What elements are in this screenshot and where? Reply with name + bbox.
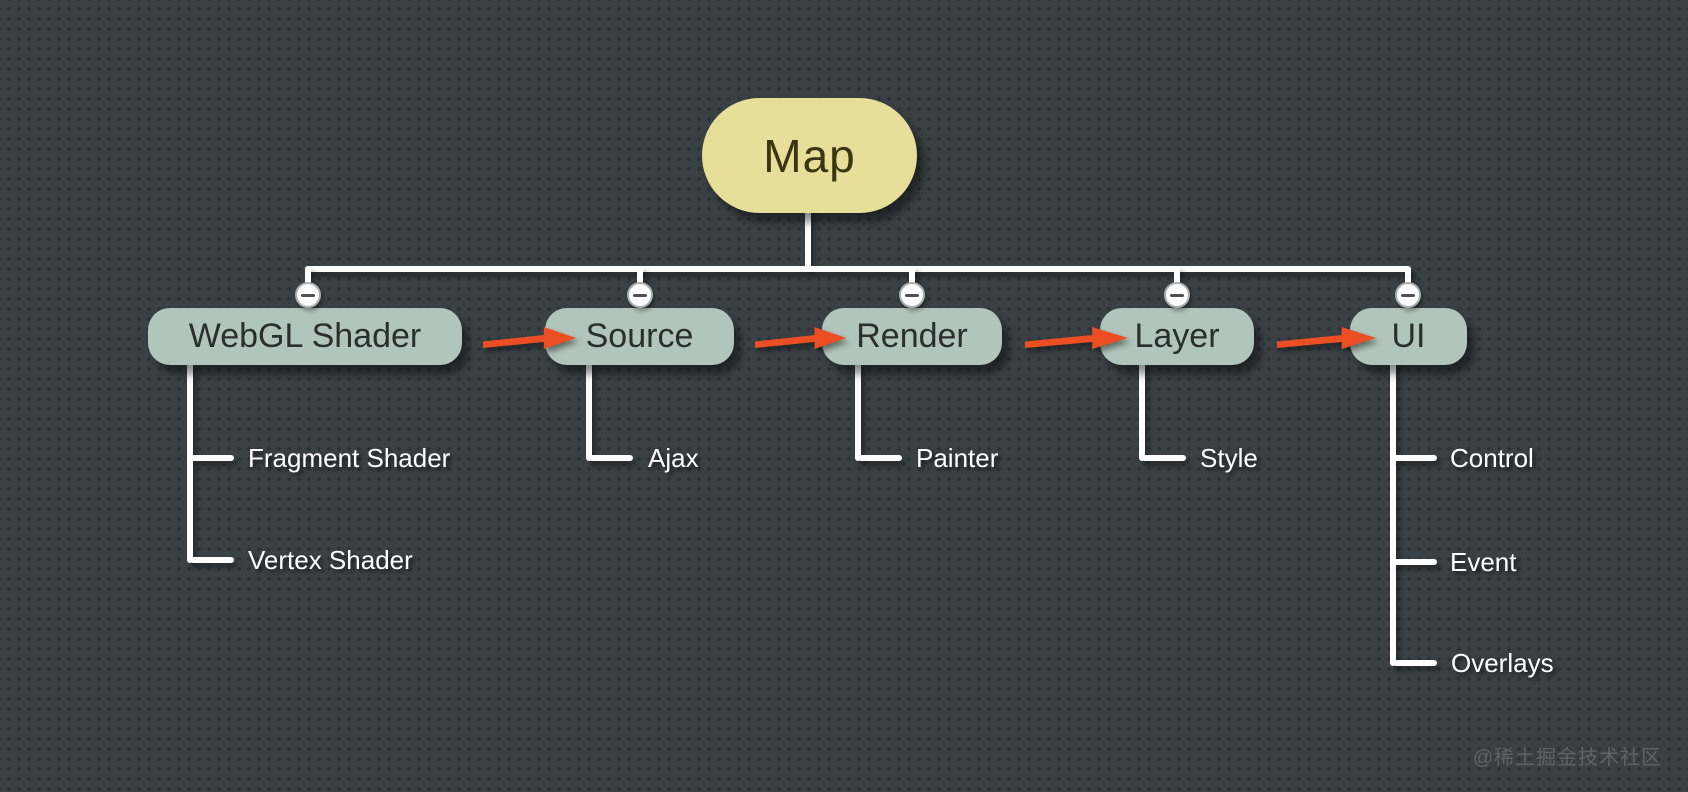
- leaf-label-ajax[interactable]: Ajax: [648, 443, 699, 473]
- connector-twig-style: [1142, 455, 1186, 461]
- collapse-minus-icon[interactable]: [1164, 282, 1190, 308]
- flow-arrow-source-to-render: [755, 321, 848, 355]
- leaf-label-event[interactable]: Event: [1450, 547, 1517, 577]
- flow-arrow-layer-to-ui: [1277, 321, 1378, 355]
- leaf-label-painter[interactable]: Painter: [916, 443, 999, 473]
- connector-stub-source: [637, 266, 643, 288]
- connector-stub-render: [909, 266, 915, 288]
- branch-label: Render: [856, 317, 968, 355]
- leaf-label-style[interactable]: Style: [1200, 443, 1258, 473]
- minus-icon: [301, 293, 315, 297]
- minus-icon: [905, 293, 919, 297]
- connector-twig-ajax: [589, 455, 633, 461]
- branch-label: WebGL Shader: [188, 317, 422, 355]
- connector-twig-vertex-shader: [190, 557, 234, 563]
- collapse-minus-icon[interactable]: [1395, 282, 1421, 308]
- collapse-minus-icon[interactable]: [295, 282, 321, 308]
- connector-twig-painter: [858, 455, 902, 461]
- leaf-label-control[interactable]: Control: [1450, 443, 1534, 473]
- flow-arrow-render-to-layer: [1025, 321, 1130, 355]
- branch-node-layer[interactable]: Layer: [1100, 308, 1254, 365]
- branch-node-ui[interactable]: UI: [1350, 308, 1467, 365]
- root-node-label: Map: [763, 129, 856, 182]
- minus-icon: [1401, 293, 1415, 297]
- branch-label: Source: [585, 317, 694, 355]
- branch-node-render[interactable]: Render: [822, 308, 1002, 365]
- root-node-map[interactable]: Map: [702, 98, 917, 213]
- connector-stub-layer: [1174, 266, 1180, 288]
- branch-node-source[interactable]: Source: [545, 308, 734, 365]
- connector-drop-layer: [1139, 360, 1145, 461]
- leaf-label-fragment-shader[interactable]: Fragment Shader: [248, 443, 451, 473]
- connector-main-bar: [305, 266, 1410, 272]
- watermark: @稀土掘金技术社区: [1472, 747, 1662, 769]
- branch-label: Layer: [1134, 317, 1220, 355]
- connector-drop-ui: [1390, 360, 1396, 666]
- connector-twig-fragment-shader: [190, 455, 234, 461]
- collapse-minus-icon[interactable]: [899, 282, 925, 308]
- minus-icon: [1170, 293, 1184, 297]
- connector-drop-render: [855, 360, 861, 461]
- collapse-minus-icon[interactable]: [627, 282, 653, 308]
- connector-twig-overlays: [1393, 660, 1437, 666]
- leaf-label-overlays[interactable]: Overlays: [1451, 648, 1554, 678]
- leaf-label-vertex-shader[interactable]: Vertex Shader: [248, 545, 413, 575]
- branch-node-webgl-shader[interactable]: WebGL Shader: [148, 308, 462, 365]
- connector-root-to-bar: [805, 206, 811, 270]
- connector-twig-control: [1393, 455, 1437, 461]
- connector-drop-source: [586, 360, 592, 461]
- connector-drop-webgl: [187, 360, 193, 563]
- connector-twig-event: [1393, 559, 1437, 565]
- flow-arrow-webgl-to-source: [483, 321, 578, 355]
- connector-stub-webgl: [305, 266, 311, 288]
- connector-stub-ui: [1405, 266, 1411, 288]
- minus-icon: [633, 293, 647, 297]
- branch-label: UI: [1391, 317, 1426, 355]
